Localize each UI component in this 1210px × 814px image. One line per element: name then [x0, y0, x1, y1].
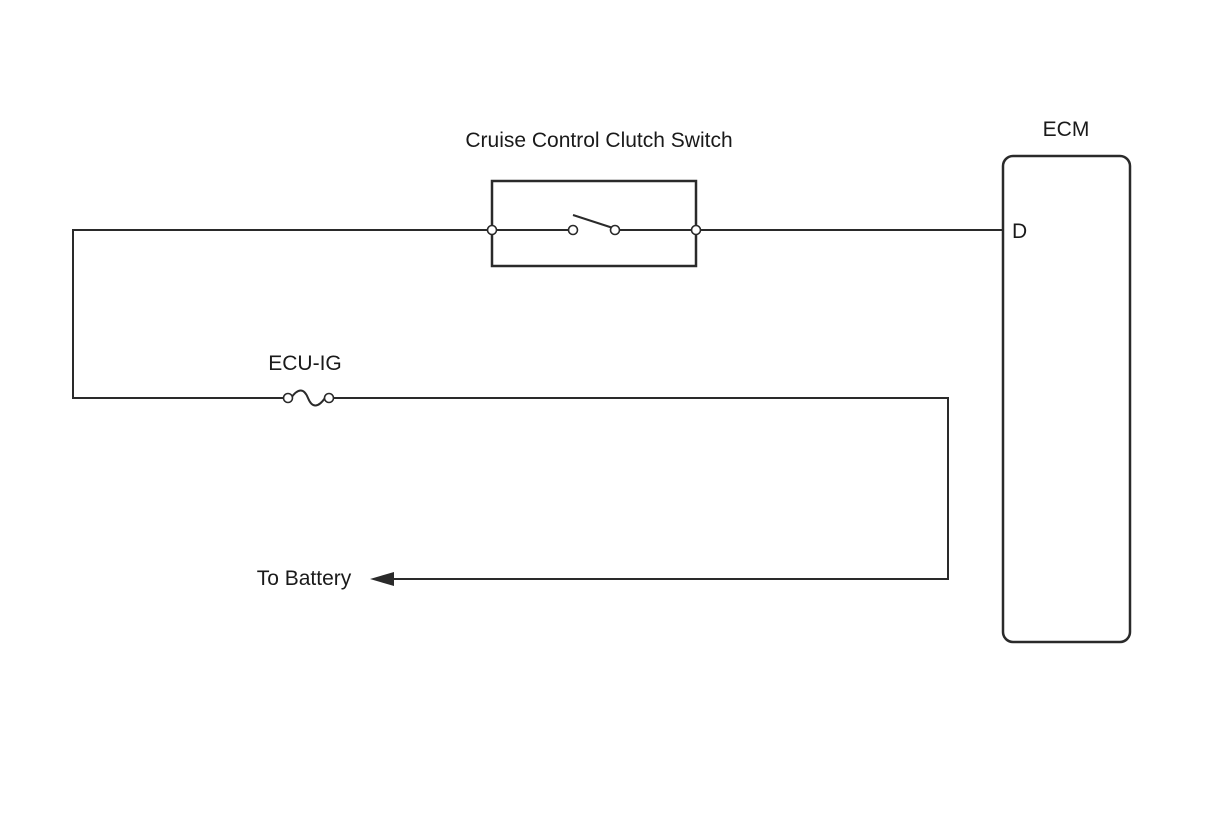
battery-label: To Battery: [257, 567, 352, 590]
switch-terminal-right: [690, 224, 702, 236]
battery-arrow-icon: [370, 572, 394, 586]
wire-fuse-to-battery: [330, 397, 949, 580]
fuse-terminal-left: [282, 392, 294, 404]
ecm-box: [1001, 154, 1132, 644]
switch-contact-right: [609, 224, 621, 236]
fuse-terminal-right: [323, 392, 335, 404]
switch-contact-blade: [572, 214, 614, 229]
switch-contact-left: [567, 224, 579, 236]
ecm-label: ECM: [1043, 118, 1090, 141]
switch-terminal-left: [486, 224, 498, 236]
switch-label: Cruise Control Clutch Switch: [465, 129, 732, 152]
fuse-symbol: [290, 389, 326, 407]
clutch-switch-box: [490, 179, 698, 268]
wire-switch-to-left-rail: [72, 229, 492, 399]
fuse-label: ECU-IG: [268, 352, 342, 375]
ecm-terminal-label: D: [1012, 220, 1027, 243]
